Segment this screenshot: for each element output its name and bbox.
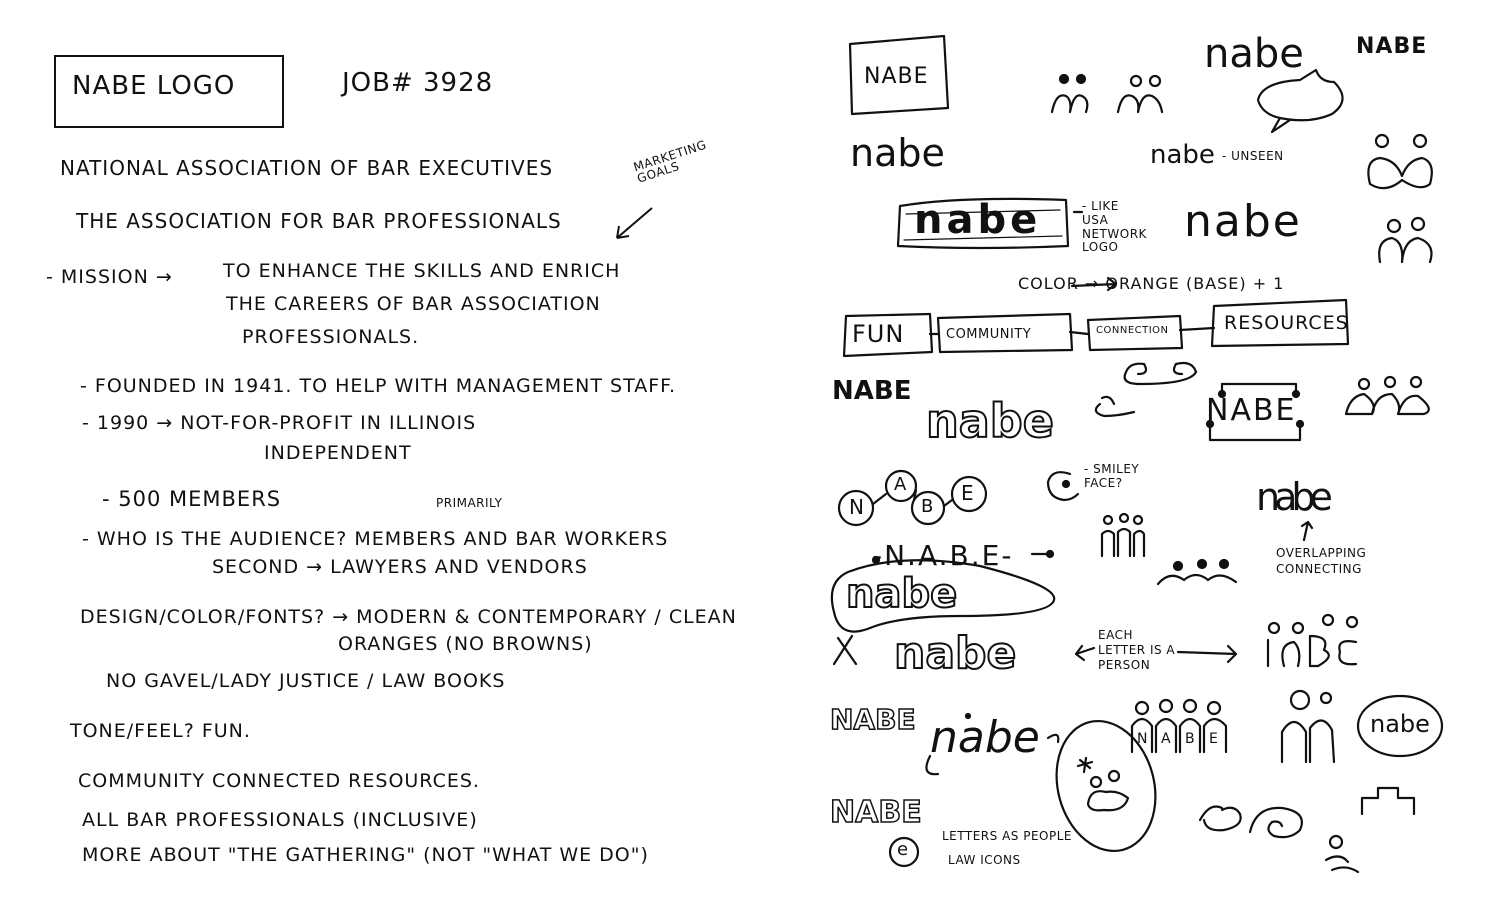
nabe-box-label: NABE — [864, 64, 929, 89]
nabe-connected-script: nabe — [930, 712, 1040, 763]
overlapping-note: OVERLAPPING CONNECTING — [1276, 546, 1367, 576]
org-name: NATIONAL ASSOCIATION OF BAR EXECUTIVES — [60, 156, 554, 180]
nabe-oval: nabe — [1370, 710, 1430, 738]
circled-letter-a: A — [894, 474, 907, 495]
members-line: - 500 MEMBERS — [102, 487, 282, 511]
design-question-line: DESIGN/COLOR/FONTS? → MODERN & CONTEMPOR… — [80, 606, 737, 628]
mission-line-3: PROFESSIONALS. — [242, 326, 420, 348]
law-icons-note: LAW ICONS — [948, 853, 1021, 867]
circled-letter-e: E — [961, 481, 974, 505]
nabe-rounded-bold: nabe — [1184, 196, 1302, 247]
nabe-fat-rounded: nabe — [925, 394, 1055, 448]
independent-line: INDEPENDENT — [264, 442, 412, 464]
color-note: COLOR → ORANGE (BASE) + 1 — [1018, 274, 1285, 293]
year-1990-line: - 1990 → NOT-FOR-PROFIT IN ILLINOIS — [82, 412, 477, 434]
flow-fun[interactable]: FUN — [852, 320, 905, 348]
nabe-usa-network-style: nabe — [914, 197, 1042, 243]
all-bar-line: ALL BAR PROFESSIONALS (INCLUSIVE) — [82, 809, 478, 831]
circled-letter-b: B — [921, 496, 934, 517]
more-about-line: MORE ABOUT "THE GATHERING" (NOT "WHAT WE… — [82, 844, 649, 866]
nabe-small-unseen: nabe — [1150, 140, 1215, 170]
arch-letter-b: B — [1185, 731, 1195, 747]
smiley-face-note: - SMILEY FACE? — [1084, 462, 1140, 491]
community-line: COMMUNITY CONNECTED RESOURCES. — [78, 770, 480, 792]
circled-letter-n: N — [849, 495, 864, 519]
nabe-caps-top-right: NABE — [1356, 34, 1428, 59]
arch-letter-a: A — [1161, 731, 1171, 747]
nabe-bracket-caps: NABE — [1206, 393, 1297, 428]
mission-line-1: TO ENHANCE THE SKILLS AND ENRICH — [223, 260, 621, 282]
nabe-script-top: nabe — [1204, 31, 1304, 77]
nabe-bold-caps-scribble: NABE — [832, 376, 912, 406]
arch-letter-e: E — [1209, 731, 1218, 747]
nabe-people-letters: nabe — [893, 628, 1017, 679]
mission-label: - MISSION → — [46, 266, 173, 288]
circled-e-bottom: e — [897, 839, 909, 860]
oranges-line: ORANGES (NO BROWNS) — [338, 633, 593, 655]
mission-line-2: THE CAREERS OF BAR ASSOCIATION — [226, 293, 601, 315]
founded-line: - FOUNDED IN 1941. TO HELP WITH MANAGEME… — [80, 375, 677, 397]
letters-as-people-note: LETTERS AS PEOPLE — [942, 829, 1072, 843]
title-box — [54, 55, 284, 128]
second-line: SECOND → LAWYERS AND VENDORS — [212, 556, 588, 578]
arch-letter-n: N — [1137, 731, 1148, 747]
nabe-outline-caps: NABE — [829, 703, 916, 736]
nabe-caps-bottom: NABE — [829, 795, 922, 830]
audience-line: - WHO IS THE AUDIENCE? MEMBERS AND BAR W… — [82, 528, 669, 550]
flow-connection[interactable]: CONNECTION — [1096, 325, 1169, 336]
nabe-dotted-caps: -N.A.B.E- — [872, 539, 1014, 572]
no-gavel-line: NO GAVEL/LADY JUSTICE / LAW BOOKS — [106, 670, 506, 692]
title-box-text: NABE LOGO — [72, 71, 236, 101]
flow-resources[interactable]: RESOURCES — [1224, 312, 1349, 334]
tone-line: TONE/FEEL? FUN. — [70, 720, 251, 742]
nabe-overlapping: nabe — [1256, 475, 1333, 519]
like-usa-note: - LIKE USA NETWORK LOGO — [1082, 199, 1147, 255]
nabe-script-1: nabe — [850, 131, 945, 175]
primarily-note: PRIMARILY — [436, 496, 503, 510]
each-letter-note: EACH LETTER IS A PERSON — [1098, 628, 1176, 672]
nabe-in-blob: nabe — [845, 571, 958, 617]
unseen-note: - UNSEEN — [1222, 149, 1284, 163]
job-number: JOB# 3928 — [342, 68, 494, 98]
flow-community[interactable]: COMMUNITY — [946, 327, 1032, 342]
tagline: THE ASSOCIATION FOR BAR PROFESSIONALS — [76, 209, 562, 233]
